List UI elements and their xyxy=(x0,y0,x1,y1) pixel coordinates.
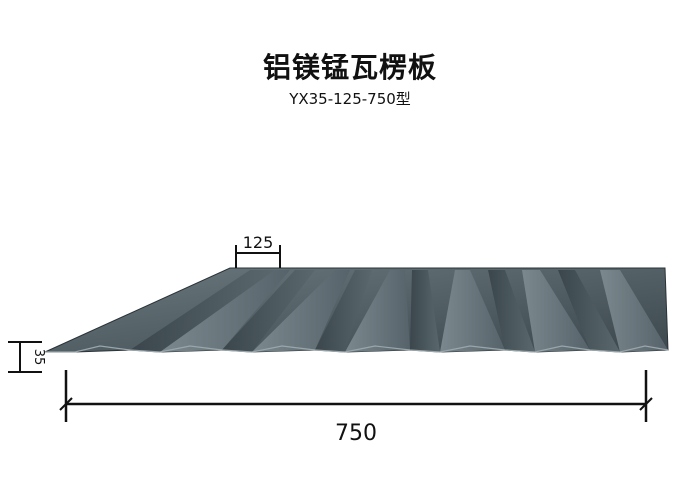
rib-face-3-left xyxy=(315,270,372,352)
sheet-front-edge xyxy=(45,345,669,353)
model-subtitle: YX35-125-750型 xyxy=(289,90,411,108)
height-dimension-label: 35 xyxy=(31,349,46,366)
pitch-dimension: 125 xyxy=(235,233,281,268)
rib-face-6-left xyxy=(558,270,620,352)
rib-face-3-right xyxy=(345,270,410,352)
width-dimension-label: 750 xyxy=(335,421,377,446)
rib-face-4-right xyxy=(440,270,505,352)
rib-face-5-left xyxy=(488,270,535,352)
rib-face-1-right xyxy=(160,270,290,352)
page-title: 铝镁锰瓦楞板 xyxy=(262,51,437,84)
width-dimension: 750 xyxy=(59,370,653,446)
height-dimension: 35 xyxy=(8,341,46,373)
rib-faces xyxy=(130,270,668,352)
rib-face-1-left xyxy=(130,270,275,352)
rib-face-4-left xyxy=(410,270,440,352)
rib-face-2-right xyxy=(252,270,350,352)
pitch-dimension-label: 125 xyxy=(243,233,274,252)
rib-face-5-right xyxy=(522,270,590,352)
rib-face-2-left xyxy=(222,270,315,352)
rib-face-6-right xyxy=(600,270,668,352)
